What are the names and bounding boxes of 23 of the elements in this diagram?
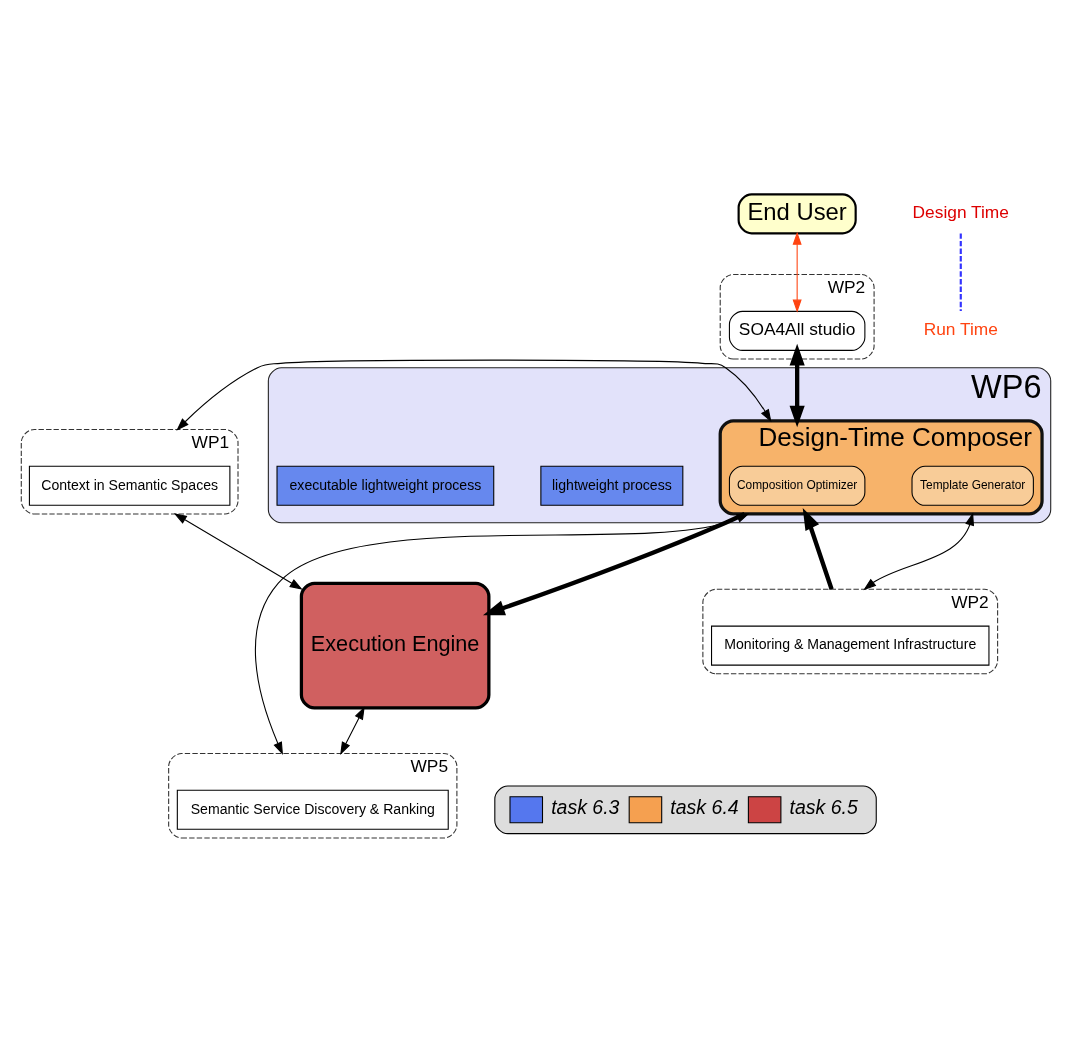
legend-label: task 6.5 <box>789 795 858 818</box>
node-box: Template Generator <box>911 465 1034 506</box>
node-box: executable lightweight process <box>276 465 495 506</box>
node-box: Execution Engine <box>299 581 491 710</box>
node-box: lightweight process <box>540 465 684 506</box>
arrow <box>789 343 805 428</box>
arrow <box>483 512 746 616</box>
node-box: End User <box>737 193 857 235</box>
arrow <box>176 359 772 431</box>
arrow <box>340 706 365 755</box>
node-box: Composition Optimizer <box>728 465 866 506</box>
arrow <box>173 513 303 590</box>
node-box: Context in Semantic Spaces <box>28 465 231 506</box>
node-box: Semantic Service Discovery & Ranking <box>176 789 449 830</box>
legend-label: task 6.3 <box>551 795 620 818</box>
node-box: Monitoring & Management Infrastructure <box>711 625 990 666</box>
arrow <box>792 231 802 313</box>
label: Design Time <box>912 201 1009 222</box>
label: Run Time <box>923 318 998 339</box>
node-box: SOA4All studio <box>728 310 866 351</box>
arrow <box>802 508 834 590</box>
arrow <box>863 512 974 591</box>
legend-label: task 6.4 <box>670 795 739 818</box>
